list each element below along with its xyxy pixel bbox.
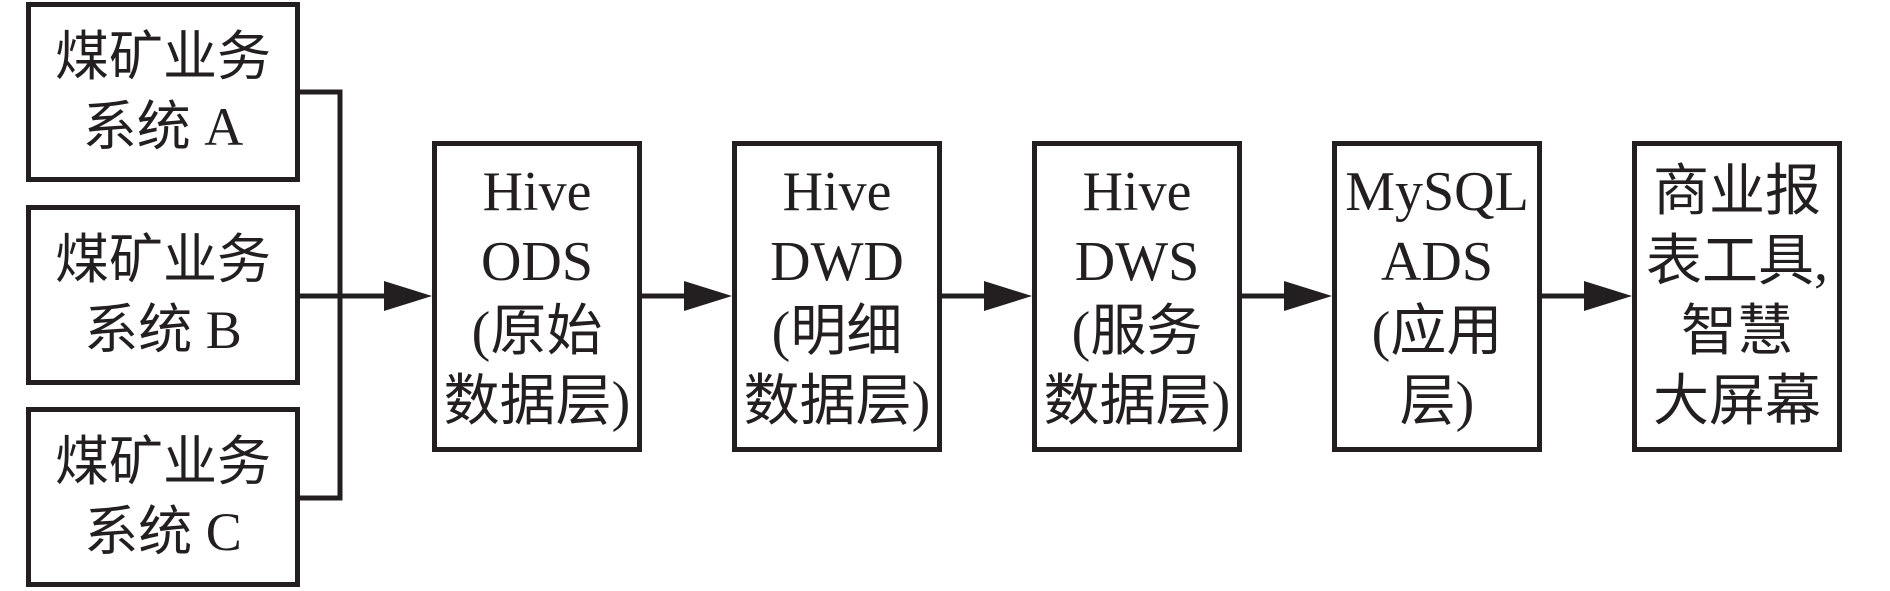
source-system-b-box: 煤矿业务 系统 B [26, 205, 300, 385]
hive-dws-line3: (服务 [1071, 300, 1203, 363]
mysql-ads-box: MySQL ADS (应用 层) [1332, 141, 1542, 452]
bi-dashboard-line3: 智慧 [1681, 300, 1793, 363]
arrow-ods-to-dwd-head [684, 281, 732, 311]
hive-dwd-line3: (明细 [771, 300, 903, 363]
bi-dashboard-line4: 大屏幕 [1653, 370, 1821, 433]
hive-dwd-line1: Hive [782, 160, 892, 223]
source-system-c-line1: 煤矿业务 [55, 432, 271, 492]
arrow-ads-to-bi-head [1584, 281, 1632, 311]
mysql-ads-line2: ADS [1380, 230, 1494, 293]
bracket-source-a [300, 89, 343, 296]
mysql-ads-line1: MySQL [1345, 160, 1529, 223]
source-system-b-line1: 煤矿业务 [55, 230, 271, 290]
source-system-a-line2: 系统 A [82, 97, 244, 157]
mysql-ads-line3: (应用 [1371, 300, 1503, 363]
arrow-sources-to-ods-head [384, 281, 432, 311]
source-system-b-line2: 系统 B [84, 300, 242, 360]
hive-dws-line4: 数据层) [1043, 370, 1231, 433]
source-system-c-line2: 系统 C [84, 502, 242, 562]
hive-dwd-line2: DWD [770, 230, 904, 293]
bi-dashboard-line2: 表工具, [1646, 230, 1828, 293]
hive-ods-line3: (原始 [471, 300, 603, 363]
arrow-dwd-to-dws-head [984, 281, 1032, 311]
bi-dashboard-box: 商业报 表工具, 智慧 大屏幕 [1632, 141, 1842, 452]
source-system-a-box: 煤矿业务 系统 A [26, 2, 300, 182]
source-system-c-box: 煤矿业务 系统 C [26, 407, 300, 587]
hive-dws-box: Hive DWS (服务 数据层) [1032, 141, 1242, 452]
bracket-source-c [300, 296, 343, 501]
hive-ods-line4: 数据层) [443, 370, 631, 433]
hive-dwd-line4: 数据层) [743, 370, 931, 433]
arrow-dws-to-ads-head [1284, 281, 1332, 311]
hive-dws-line2: DWS [1074, 230, 1200, 293]
mysql-ads-line4: 层) [1399, 370, 1475, 433]
source-system-a-line1: 煤矿业务 [55, 27, 271, 87]
bi-dashboard-line1: 商业报 [1653, 160, 1821, 223]
hive-dwd-box: Hive DWD (明细 数据层) [732, 141, 942, 452]
hive-ods-line2: ODS [480, 230, 594, 293]
hive-ods-line1: Hive [482, 160, 592, 223]
hive-ods-box: Hive ODS (原始 数据层) [432, 141, 642, 452]
hive-dws-line1: Hive [1082, 160, 1192, 223]
